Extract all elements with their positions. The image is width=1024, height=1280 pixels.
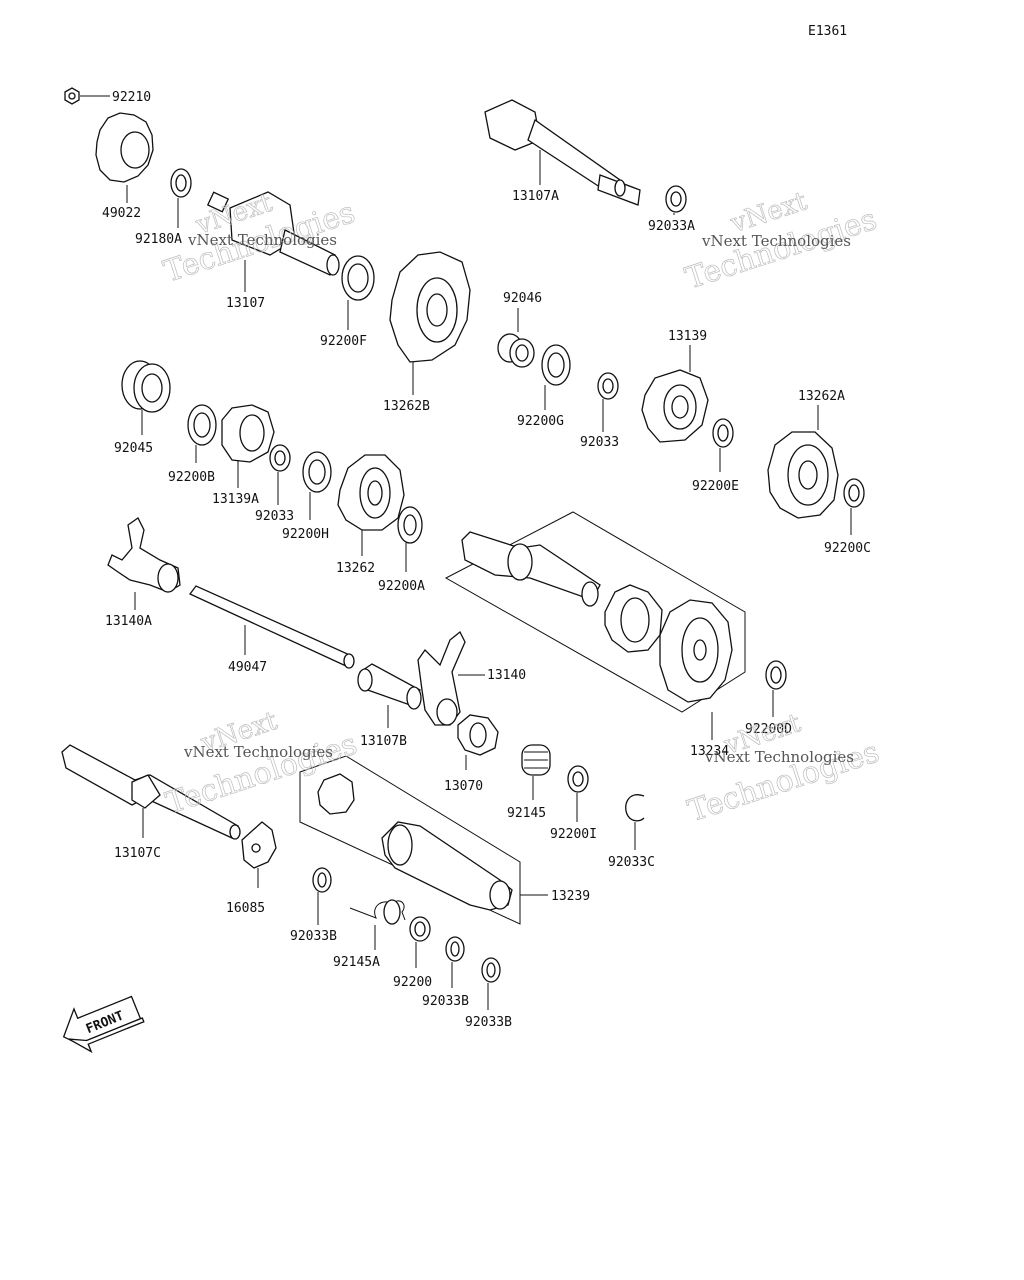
label-92200[interactable]: 92200 — [393, 975, 432, 990]
part-92046-needle-bearing[interactable] — [497, 308, 535, 368]
part-92200E-washer[interactable] — [712, 418, 734, 472]
label-13107B[interactable]: 13107B — [360, 734, 407, 749]
part-92200-washer[interactable] — [409, 916, 431, 968]
part-92145A-spring[interactable] — [349, 899, 406, 950]
label-92200E[interactable]: 92200E — [692, 479, 739, 494]
label-92033B-2[interactable]: 92033B — [422, 994, 469, 1009]
part-92210-nut[interactable] — [64, 87, 110, 105]
part-13107-shaft[interactable] — [206, 191, 340, 292]
label-92200B[interactable]: 92200B — [168, 470, 215, 485]
part-13262A-gear[interactable] — [767, 405, 839, 519]
part-92045-ball-bearing[interactable] — [121, 360, 171, 435]
part-13070-collar[interactable] — [457, 714, 499, 770]
label-92200A[interactable]: 92200A — [378, 579, 425, 594]
label-92045[interactable]: 92045 — [114, 441, 153, 456]
label-92046[interactable]: 92046 — [503, 291, 542, 306]
part-92200F-washer[interactable] — [341, 255, 375, 330]
label-13107A[interactable]: 13107A — [512, 189, 559, 204]
label-92200I[interactable]: 92200I — [550, 827, 597, 842]
watermark-caption-top-left: vNext Technologies — [187, 231, 337, 249]
label-92033C[interactable]: 92033C — [608, 855, 655, 870]
watermark-caption-bottom-right: vNext Technologies — [704, 748, 854, 766]
label-49022[interactable]: 49022 — [102, 206, 141, 221]
label-92200F[interactable]: 92200F — [320, 334, 367, 349]
part-92033B-ring-3[interactable] — [481, 957, 501, 1010]
label-13234[interactable]: 13234 — [690, 744, 729, 759]
part-92200H-washer[interactable] — [302, 451, 332, 520]
part-92033B-ring-2[interactable] — [445, 936, 465, 988]
part-92200A-washer[interactable] — [397, 506, 423, 572]
label-13140A[interactable]: 13140A — [105, 614, 152, 629]
front-direction-arrow: FRONT — [62, 995, 145, 1054]
label-92033B-3[interactable]: 92033B — [465, 1015, 512, 1030]
label-13070[interactable]: 13070 — [444, 779, 483, 794]
label-92033[interactable]: 92033 — [580, 435, 619, 450]
label-13139[interactable]: 13139 — [668, 329, 707, 344]
part-13139-gear[interactable] — [641, 345, 709, 443]
diagram-code: E1361 — [808, 24, 847, 39]
label-13239[interactable]: 13239 — [551, 889, 590, 904]
part-92145-spring[interactable] — [521, 744, 551, 800]
part-92200G-washer[interactable] — [541, 344, 571, 410]
part-13262B-gear[interactable] — [389, 251, 471, 395]
part-92033B-ring-1[interactable] — [312, 867, 332, 925]
label-92145[interactable]: 92145 — [507, 806, 546, 821]
label-13107[interactable]: 13107 — [226, 296, 265, 311]
part-92033C-clip[interactable] — [625, 794, 645, 850]
label-92210[interactable]: 92210 — [112, 90, 151, 105]
label-13107C[interactable]: 13107C — [114, 846, 161, 861]
label-92033A[interactable]: 92033A — [648, 219, 695, 234]
part-92200I-washer[interactable] — [567, 765, 589, 822]
part-92033-ring[interactable] — [597, 372, 619, 432]
label-92200H[interactable]: 92200H — [282, 527, 329, 542]
part-92200C-washer[interactable] — [843, 478, 865, 535]
label-13140[interactable]: 13140 — [487, 668, 526, 683]
label-92200C[interactable]: 92200C — [824, 541, 871, 556]
part-13140A-shift-fork[interactable] — [107, 517, 181, 610]
part-92033-ring-lower[interactable] — [269, 444, 291, 505]
part-49047-shift-rod[interactable] — [188, 585, 355, 669]
label-13262[interactable]: 13262 — [336, 561, 375, 576]
label-92145A[interactable]: 92145A — [333, 955, 380, 970]
part-92200B-washer[interactable] — [187, 404, 217, 463]
part-13234-output-shaft-assembly[interactable] — [444, 511, 746, 740]
part-92200D-washer[interactable] — [765, 660, 787, 717]
label-92200D[interactable]: 92200D — [745, 722, 792, 737]
watermark-caption-bottom-left: vNext Technologies — [183, 743, 333, 761]
label-13139A[interactable]: 13139A — [212, 492, 259, 507]
part-92033A-ring[interactable] — [665, 185, 687, 215]
part-13239-shift-drum-assembly[interactable] — [299, 755, 548, 925]
label-92033-lower[interactable]: 92033 — [255, 509, 294, 524]
label-92180A[interactable]: 92180A — [135, 232, 182, 247]
watermark-caption-top-right: vNext Technologies — [701, 232, 851, 250]
part-16085-sector-gear[interactable] — [241, 821, 277, 888]
part-13107C-shaft[interactable] — [61, 744, 241, 840]
part-13262-gear[interactable] — [337, 454, 405, 556]
label-16085[interactable]: 16085 — [226, 901, 265, 916]
label-13262A[interactable]: 13262A — [798, 389, 845, 404]
label-92033B-1[interactable]: 92033B — [290, 929, 337, 944]
label-49047[interactable]: 49047 — [228, 660, 267, 675]
part-49022-sprocket[interactable] — [95, 112, 154, 203]
label-92200G[interactable]: 92200G — [517, 414, 564, 429]
part-13140-shift-fork[interactable] — [417, 630, 485, 726]
label-13262B[interactable]: 13262B — [383, 399, 430, 414]
part-92180A-washer[interactable] — [170, 168, 192, 228]
part-13107A-shaft[interactable] — [484, 99, 641, 206]
part-13139A-gear[interactable] — [221, 404, 275, 488]
part-13107B-sleeve[interactable] — [357, 663, 422, 728]
